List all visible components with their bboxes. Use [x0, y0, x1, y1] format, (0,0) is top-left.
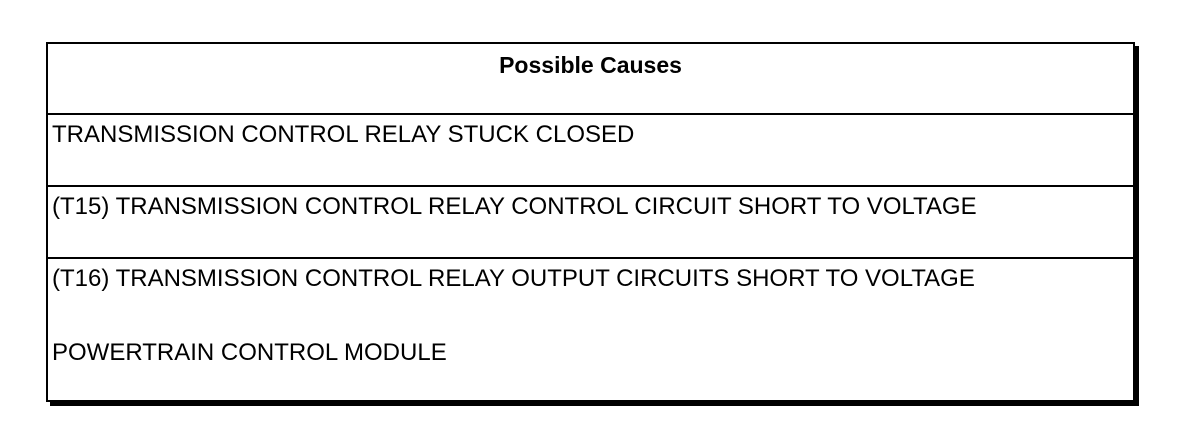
- table-header: Possible Causes: [48, 44, 1133, 115]
- table-row: (T16) TRANSMISSION CONTROL RELAY OUTPUT …: [48, 259, 1133, 405]
- cause-text: (T16) TRANSMISSION CONTROL RELAY OUTPUT …: [52, 265, 975, 292]
- cause-text: TRANSMISSION CONTROL RELAY STUCK CLOSED: [52, 121, 635, 148]
- cause-text: POWERTRAIN CONTROL MODULE: [52, 339, 447, 366]
- possible-causes-table: Possible Causes TRANSMISSION CONTROL REL…: [46, 42, 1135, 402]
- cause-text: (T15) TRANSMISSION CONTROL RELAY CONTROL…: [52, 193, 977, 220]
- table-row: TRANSMISSION CONTROL RELAY STUCK CLOSED: [48, 115, 1133, 187]
- table-row: (T15) TRANSMISSION CONTROL RELAY CONTROL…: [48, 187, 1133, 259]
